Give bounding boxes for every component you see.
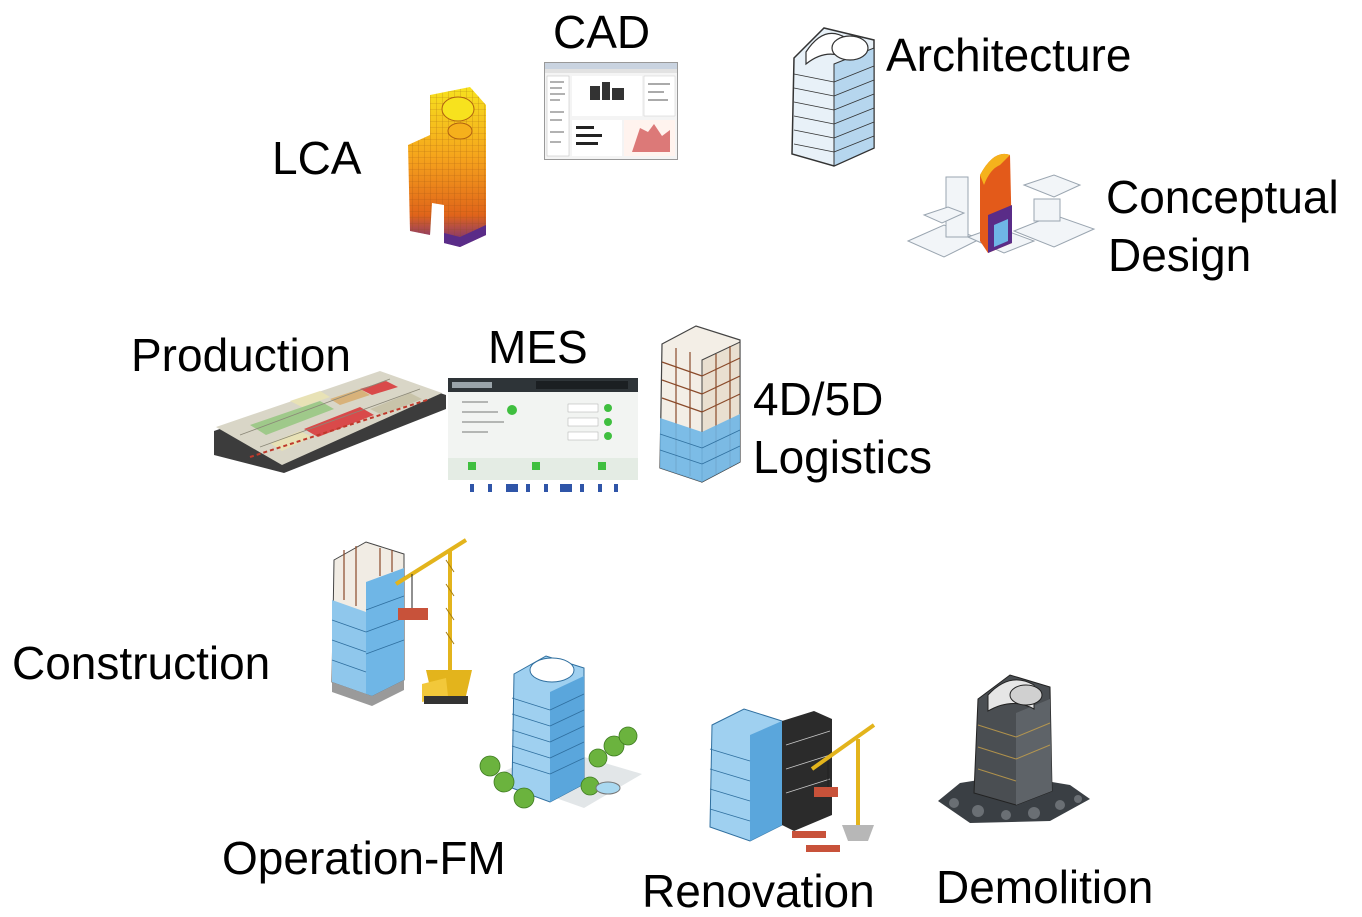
label-demolition: Demolition (936, 861, 1154, 913)
label-architecture: Architecture (886, 29, 1132, 81)
label-logistics: Logistics (753, 431, 932, 483)
operation-building-icon (474, 648, 644, 816)
renovation-crane-icon (702, 695, 902, 860)
demolition-rubble-icon (930, 665, 1095, 827)
mes-dashboard-icon (448, 378, 638, 494)
construction-crane-icon (326, 520, 476, 708)
label-cad: CAD (553, 6, 651, 58)
label-mes: MES (488, 321, 588, 373)
label-production: Production (131, 329, 351, 381)
label-4d5d: 4D/5D (753, 373, 884, 425)
production-factory-icon (210, 365, 448, 493)
label-renovation: Renovation (642, 865, 875, 917)
label-design: Design (1108, 229, 1252, 281)
label-conceptual: Conceptual (1106, 171, 1339, 223)
lca-building-icon (400, 85, 490, 250)
conceptual-design-icon (904, 145, 1098, 270)
architecture-building-icon (784, 18, 880, 168)
label-lca: LCA (272, 132, 362, 184)
logistics-building-icon (652, 322, 748, 488)
label-operation: Operation-FM (222, 832, 506, 884)
cad-software-icon (544, 62, 678, 160)
label-construction: Construction (12, 637, 271, 689)
